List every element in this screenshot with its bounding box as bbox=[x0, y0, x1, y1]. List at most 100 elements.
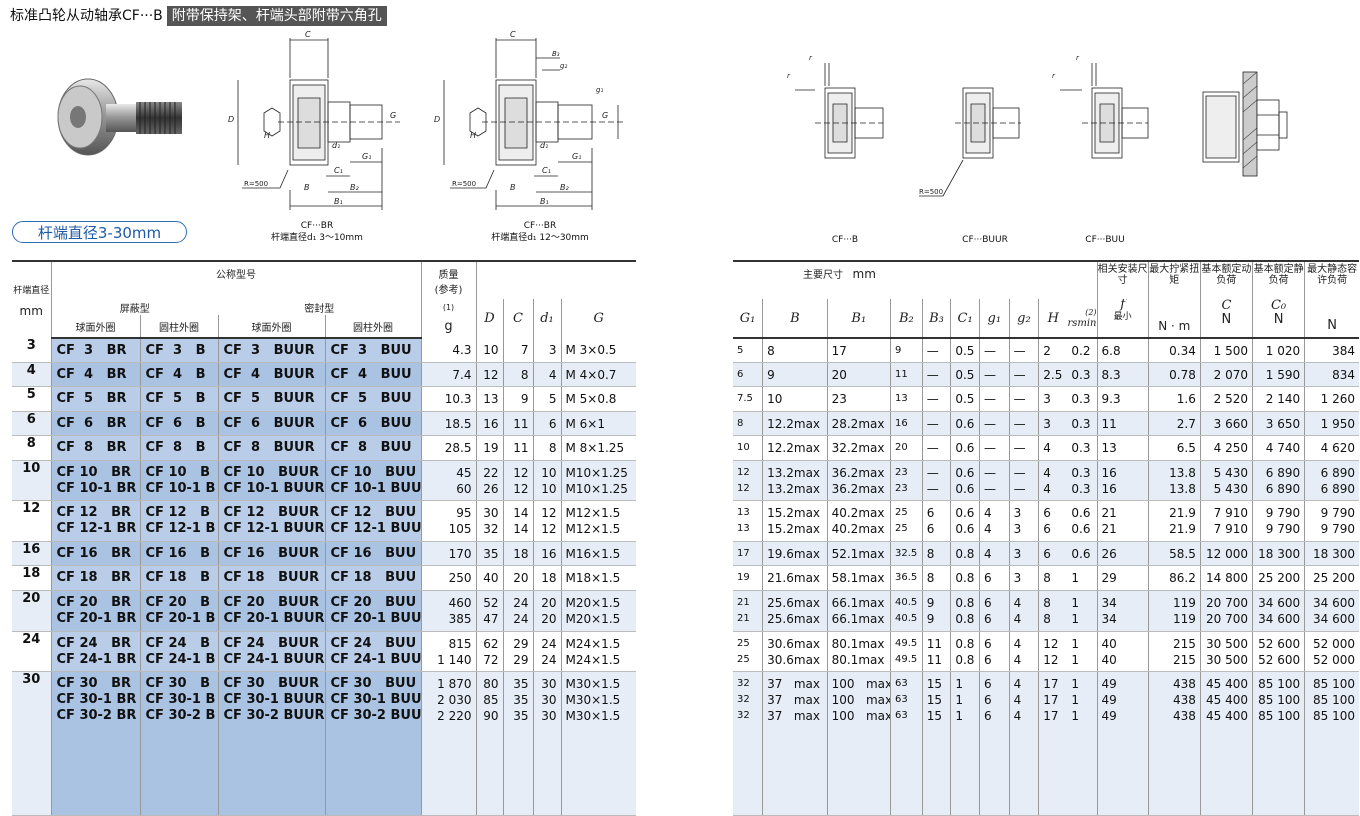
cell-G: M16×1.5 bbox=[560, 541, 636, 567]
cell-f: 26 bbox=[1096, 541, 1149, 567]
cell-maxstat: 4 620 bbox=[1304, 435, 1359, 461]
value-g1: — bbox=[983, 344, 996, 358]
drawing-cf-buu: r r bbox=[1052, 54, 1149, 159]
value-G1: 21 bbox=[737, 612, 750, 624]
model-code: CF 5 B bbox=[145, 391, 206, 407]
model-code: CF 30 B bbox=[145, 676, 211, 692]
hdr-shield: 屏蔽型 bbox=[50, 299, 218, 315]
value-B2: 20 bbox=[895, 442, 908, 454]
value-dyn: 1 500 bbox=[1213, 344, 1248, 358]
model-code: CF 18 BUUR bbox=[223, 570, 320, 586]
value-g1: 4 bbox=[983, 506, 992, 521]
value-B: 13.2max bbox=[767, 465, 821, 480]
label-B1: B₁ bbox=[334, 197, 343, 206]
bearing-photo bbox=[57, 78, 182, 156]
value-G: M16×1.5 bbox=[565, 547, 621, 562]
label-G: G bbox=[602, 111, 608, 120]
cell-C1: 0.5 bbox=[950, 362, 980, 388]
model-cell: CF 16 BR bbox=[50, 541, 140, 567]
cell-D: 40 bbox=[475, 565, 503, 591]
cell-G1: 8 bbox=[733, 411, 763, 437]
value-B3: 15 bbox=[926, 677, 942, 692]
value-torque: 119 bbox=[1172, 611, 1196, 626]
caption-br-small-name: CF···BR bbox=[300, 221, 334, 231]
value-B2: 23 bbox=[895, 466, 908, 478]
model-code: CF 20 BUU bbox=[330, 594, 417, 610]
value-rsmin: 0.3 bbox=[1071, 481, 1091, 496]
cell-g1: 4 bbox=[978, 541, 1010, 567]
value-mass: 2 220 bbox=[437, 709, 472, 724]
cell-mass: 4.3 bbox=[420, 338, 476, 363]
label-d1: d₁ bbox=[332, 141, 340, 150]
cell-D: 10 bbox=[475, 338, 503, 363]
value-H: 8 bbox=[1043, 595, 1051, 610]
cell-torque: 1.6 bbox=[1147, 386, 1201, 412]
value-B1: 100 max bbox=[831, 693, 891, 708]
hdr-C: C bbox=[502, 299, 533, 338]
hdr-g1: g₁ bbox=[978, 299, 1010, 339]
model-code: CF 3 B bbox=[145, 343, 206, 358]
value-g1: 6 bbox=[983, 571, 992, 586]
model-cell: CF 16 BUUR bbox=[217, 541, 325, 567]
model-code: CF 20-1 BR bbox=[56, 610, 137, 626]
model-code: CF 20 B bbox=[145, 594, 211, 610]
cell-C: 20 bbox=[502, 565, 533, 591]
label-r500: R=500 bbox=[919, 188, 943, 196]
value-g2: 4 bbox=[1013, 652, 1022, 667]
value-torque: 58.5 bbox=[1169, 547, 1196, 562]
value-B3: — bbox=[926, 441, 939, 456]
value-D: 19 bbox=[483, 441, 499, 456]
value-rsmin: 1 bbox=[1071, 571, 1080, 586]
cell-rsmin: 0.3 bbox=[1067, 411, 1098, 437]
model-code: CF 30-2 BUU bbox=[330, 708, 422, 724]
model-code: CF 12-1 BR bbox=[56, 521, 137, 537]
model-cell: CF 5 BUUR bbox=[217, 386, 325, 412]
value-maxstat: 85 100 bbox=[1313, 693, 1355, 708]
cell-C: 9 bbox=[502, 386, 533, 412]
value-H: 6 bbox=[1043, 547, 1051, 562]
cell-g2: — bbox=[1008, 338, 1039, 363]
value-g2: 3 bbox=[1013, 522, 1022, 537]
value-dyn: 45 400 bbox=[1206, 677, 1248, 692]
value-mass: 60 bbox=[456, 481, 472, 496]
shaft-range-badge: 杆端直径3-30mm bbox=[12, 221, 187, 243]
value-stat: 4 740 bbox=[1265, 441, 1301, 456]
cell-g2: — bbox=[1008, 411, 1039, 437]
value-stat: 34 600 bbox=[1258, 611, 1301, 626]
model-code: CF 30-1 BUUR bbox=[223, 692, 325, 708]
cell-maxstat: 1 260 bbox=[1304, 386, 1359, 412]
value-B3: — bbox=[926, 367, 939, 382]
value-mass: 250 bbox=[448, 571, 472, 586]
value-torque: 119 bbox=[1172, 595, 1196, 610]
value-d1: 10 bbox=[541, 481, 557, 496]
cell-mass: 7.4 bbox=[420, 362, 476, 388]
value-B3: 8 bbox=[926, 547, 935, 562]
value-G: M 8×1.25 bbox=[565, 441, 625, 456]
value-G1: 10 bbox=[737, 442, 750, 454]
value-B3: 15 bbox=[926, 709, 942, 724]
value-D: 72 bbox=[483, 652, 499, 667]
value-G: M 5×0.8 bbox=[565, 392, 617, 407]
model-code: CF 3 BR bbox=[56, 343, 127, 358]
value-B: 15.2max bbox=[767, 506, 821, 521]
